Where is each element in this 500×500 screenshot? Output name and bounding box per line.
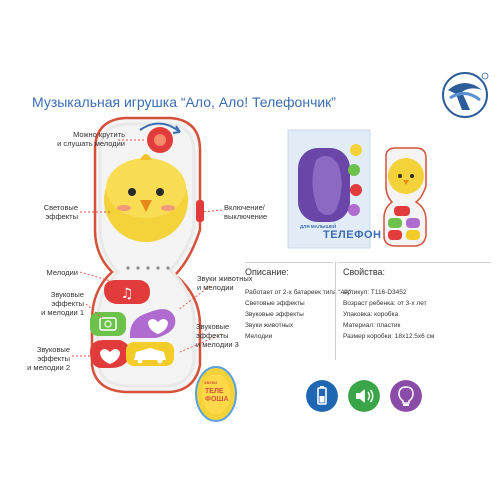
description-row: Звуки животных xyxy=(245,322,294,329)
description-row: Мелодии xyxy=(245,333,273,340)
callout-sound-2: Звуковые эффекты и мелодии 2 xyxy=(27,345,70,372)
svg-text:♫: ♫ xyxy=(121,286,134,302)
properties-row: Материал: пластик xyxy=(343,322,401,329)
properties-row: Артикул: T116-D3452 xyxy=(343,289,407,296)
brand-logo-icon xyxy=(442,72,489,118)
camera-button xyxy=(90,312,126,336)
properties-row: Упаковка: коробка xyxy=(343,311,399,318)
callout-sound-3: Звуковые эффекты и мелодии 3 xyxy=(196,322,239,349)
description-row: Звуковые эффекты xyxy=(245,311,304,318)
small-phone xyxy=(383,147,427,247)
description-heading: Описание: xyxy=(245,267,289,277)
battery-icon xyxy=(306,380,338,412)
callout-animals: Звуки животных и мелодии xyxy=(197,274,253,292)
badge-text-1: ЗВУКИ xyxy=(204,380,218,385)
callout-sound-1: Звуковые эффекты и мелодии 1 xyxy=(41,290,84,317)
product-box xyxy=(287,129,371,249)
callout-light: Световые эффекты xyxy=(43,203,78,221)
melody-button xyxy=(104,280,150,304)
description-row: Световые эффекты xyxy=(245,300,305,307)
properties-row: Возраст ребенка: от 3-х лет xyxy=(343,300,427,307)
description-row: Работает от 2-х батареек типа “АА” xyxy=(245,289,352,296)
badge-text-2: ТЕЛЕ xyxy=(205,388,224,395)
panel-divider xyxy=(335,262,336,360)
page-title: Музыкальная игрушка “Ало, Ало! Телефончи… xyxy=(32,94,336,110)
callout-melodies: Мелодии xyxy=(46,268,78,277)
round-badge xyxy=(195,366,237,422)
callout-power: Включение/ выключение xyxy=(224,203,268,221)
light-bulb-icon xyxy=(390,380,422,412)
box-caption-small: ДЛЯ МАЛЫШЕЙ xyxy=(300,224,337,229)
box-caption-big: ТЕЛЕФОН xyxy=(323,229,382,241)
properties-panel: Свойства: Артикул: T116-D3452 Возраст ре… xyxy=(337,262,491,361)
badge-text-3: ФОША xyxy=(205,396,229,403)
sound-icon xyxy=(348,380,380,412)
callout-spin: Можно крутить и слушать мелодии xyxy=(57,130,125,148)
description-panel: Описание: Работает от 2-х батареек типа … xyxy=(245,262,352,361)
properties-row: Размер коробки: 18x12.5x6 см xyxy=(343,333,435,340)
properties-heading: Свойства: xyxy=(343,267,386,277)
